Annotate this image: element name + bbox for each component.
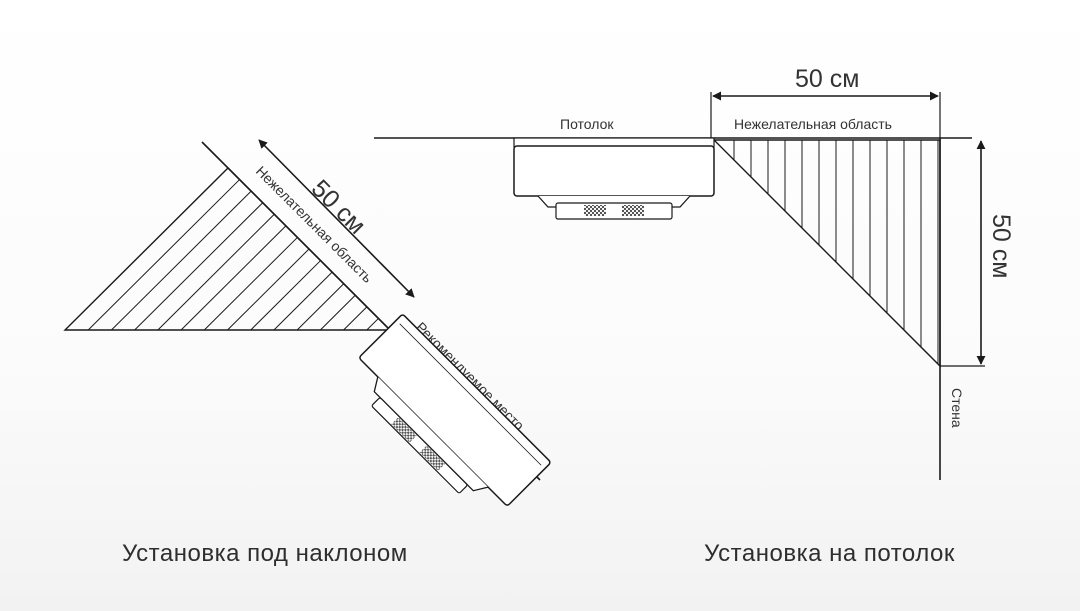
hatch-line — [227, 248, 310, 331]
hatch-line — [157, 213, 275, 331]
caption-tilted-installation: Установка под наклоном — [122, 540, 408, 567]
hatch-line — [366, 318, 379, 331]
hatch-line — [296, 283, 345, 331]
hatch-line — [273, 271, 333, 331]
ceiling-installation-diagram: Потолок 50 см Нежелательная область 50 с… — [374, 65, 1015, 480]
hatch-line — [134, 202, 264, 331]
hatch-line — [250, 260, 321, 331]
hatch-line — [87, 179, 240, 331]
undesirable-zone-label-right: Нежелательная область — [734, 116, 892, 132]
smoke-detector-tilted — [359, 314, 551, 506]
smoke-detector-ceiling — [513, 137, 715, 220]
dimension-label-horizontal: 50 см — [795, 65, 859, 93]
dimension-arrow-left — [258, 139, 415, 298]
undesirable-zone-right — [712, 139, 941, 368]
wall-label: Стена — [949, 388, 965, 428]
hatch-line — [180, 225, 287, 331]
hatch-line — [111, 190, 252, 331]
hatch-line — [203, 237, 298, 331]
dimension-label-vertical: 50 см — [987, 214, 1015, 278]
hatch-line — [320, 294, 356, 331]
hatch-line — [343, 306, 368, 331]
ceiling-label: Потолок — [560, 116, 614, 132]
tilted-installation-diagram: 50 см Нежелательная область Рекомендуемо… — [63, 139, 551, 506]
caption-ceiling-installation: Установка на потолок — [704, 540, 955, 567]
